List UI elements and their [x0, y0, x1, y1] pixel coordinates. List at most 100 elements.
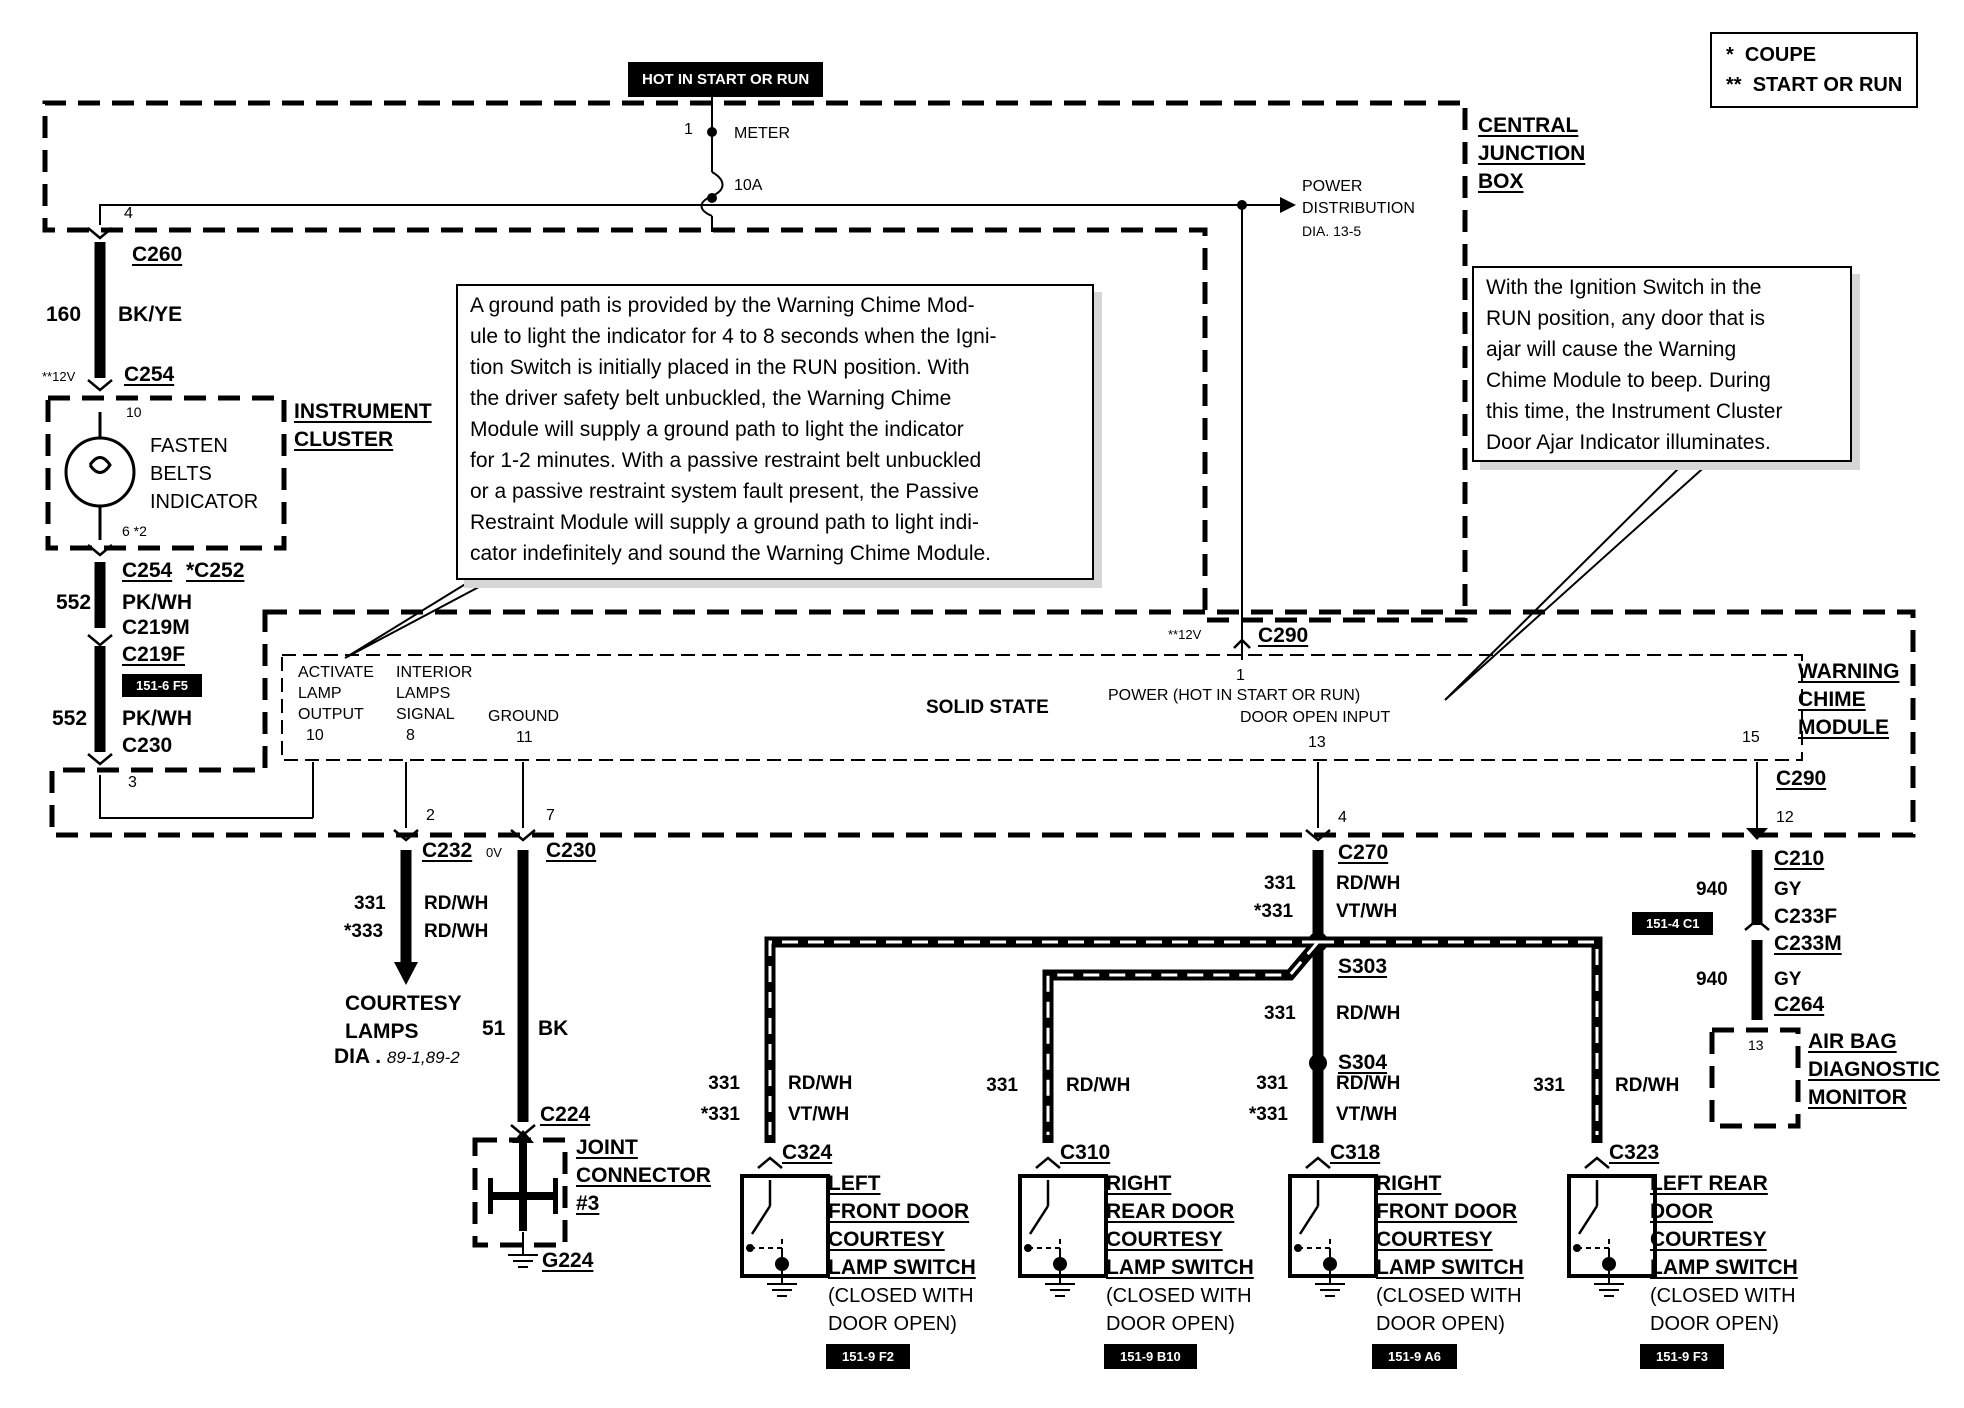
switch-0-ref-tag: 151-9 F2	[826, 1344, 911, 1369]
warning-chime-module-outline	[49, 609, 1916, 838]
right-note-pointer	[1444, 461, 1711, 701]
legend-item-coupe: * COUPE	[1726, 44, 1817, 66]
wire-331-bus-label: 331	[1264, 873, 1296, 894]
door-switch-box-3	[1567, 1174, 1657, 1278]
wire-rdwh-333-label: RD/WH	[424, 921, 489, 942]
wire-552-lower-label: 552	[52, 707, 88, 730]
central-junction-box-outline	[42, 100, 1468, 623]
cluster-pin-6: 6 *2	[122, 523, 147, 539]
switch-0-connector: C324	[782, 1141, 833, 1164]
instrument-cluster-outline	[45, 395, 287, 551]
switch-1-wire-colors: RD/WH	[1066, 1075, 1131, 1096]
fuse-10a-label: 10A	[734, 177, 763, 194]
wire-333-label: *333	[344, 921, 384, 942]
wire-gy-upper-label: GY	[1774, 879, 1802, 900]
door-switch-contact-3	[1577, 1180, 1599, 1235]
joint-connector-symbol	[488, 1130, 558, 1231]
connector-c254-top: C254	[124, 363, 175, 386]
connector-c232: C232	[422, 839, 473, 862]
ground-0v-label: 0V	[486, 845, 502, 860]
switch-1-connector: C310	[1060, 1141, 1111, 1164]
wire-pkwh-upper-label: PK/WH	[122, 591, 192, 614]
courtesy-pin-2: 2	[426, 807, 435, 824]
door-open-input-label: DOOR OPEN INPUT	[1240, 709, 1391, 726]
door-bus-pin-4: 4	[1338, 809, 1347, 826]
wire-940-lower-label: 940	[1696, 969, 1728, 990]
connector-c290-top: C290	[1258, 624, 1309, 647]
door-switch-contact-1	[1028, 1180, 1050, 1235]
module-pin-13: 13	[1308, 734, 1326, 751]
wire-rdwh-bus-label: RD/WH	[1336, 873, 1401, 894]
switch-3-wire-colors: RD/WH	[1615, 1075, 1680, 1096]
cjb-bus-wire	[99, 204, 1242, 225]
door-switch-box-0	[740, 1174, 830, 1278]
connector-c270: C270	[1338, 841, 1389, 864]
solid-state-label: SOLID STATE	[926, 697, 1049, 718]
connector-c254-bottom: C254	[122, 559, 173, 582]
door-ajar-note: With the Ignition Switch in the RUN posi…	[1472, 266, 1852, 462]
door-switch-contact-2	[1298, 1180, 1320, 1235]
splice-s304-label: S304	[1338, 1051, 1388, 1074]
module-pin-15: 15	[1742, 729, 1760, 746]
fasten-belts-bulb	[64, 412, 136, 540]
wire-160-label: 160	[46, 303, 82, 326]
wire-51-label: 51	[482, 1017, 506, 1040]
power-hot-label: POWER (HOT IN START OR RUN)	[1108, 687, 1361, 704]
wire-bk-label: BK	[538, 1017, 569, 1040]
hot-in-start-run-tag: HOT IN START OR RUN	[628, 62, 824, 97]
cjb-pin-4: 4	[124, 205, 133, 222]
wire-552-upper-label: 552	[56, 591, 92, 614]
connector-c230-ground: C230	[546, 839, 597, 862]
connector-c224: C224	[540, 1103, 591, 1126]
connector-c260: C260	[132, 243, 183, 266]
module-12v-label: **12V	[1168, 627, 1202, 642]
connector-c219f: C219F	[122, 643, 186, 666]
ground-g224	[508, 1232, 538, 1268]
pin-3-label: 3	[128, 774, 137, 791]
door-switch-contact-0	[750, 1180, 772, 1235]
cluster-pin-10: 10	[126, 404, 142, 420]
pin3-return-wire	[99, 775, 313, 819]
switch-3-wire-numbers: 331	[1533, 1075, 1565, 1096]
door-switch-ground-2	[1315, 1248, 1345, 1297]
airbag-pin-13: 13	[1748, 1037, 1764, 1053]
ground-path-note: A ground path is provided by the Warning…	[456, 284, 1094, 580]
courtesy-dia-label: DIA . 89-1,89-2	[334, 1045, 460, 1068]
wire-pkwh-lower-label: PK/WH	[122, 707, 192, 730]
wire-vtwh-bus-label: VT/WH	[1336, 901, 1398, 922]
airbag-feed-arrow	[1746, 828, 1768, 840]
switch-3-connector: C323	[1609, 1141, 1660, 1164]
solid-state-box	[281, 654, 1803, 761]
wire-gy-lower-label: GY	[1774, 969, 1802, 990]
switch-2-ref-tag: 151-9 A6	[1372, 1344, 1457, 1369]
switch-1-ref-tag: 151-9 B10	[1104, 1344, 1197, 1369]
splice-s303-label: S303	[1338, 955, 1388, 978]
wire-940-upper-label: 940	[1696, 879, 1728, 900]
connector-c210: C210	[1774, 847, 1825, 870]
ref-tag-151-6-f5: 151-6 F5	[122, 674, 203, 697]
wire-rdwh-courtesy-label: RD/WH	[424, 893, 489, 914]
door-switch-box-2	[1288, 1174, 1378, 1278]
door-switch-ground-1	[1045, 1248, 1075, 1297]
switch-2-connector: C318	[1330, 1141, 1381, 1164]
switch-2-wire-numbers: 331*331	[1248, 1073, 1288, 1125]
connector-c219m: C219M	[122, 616, 190, 639]
wire-331-courtesy-label: 331	[354, 893, 386, 914]
module-pin-12: 12	[1776, 809, 1794, 826]
wire-bkye-label: BK/YE	[118, 303, 183, 326]
